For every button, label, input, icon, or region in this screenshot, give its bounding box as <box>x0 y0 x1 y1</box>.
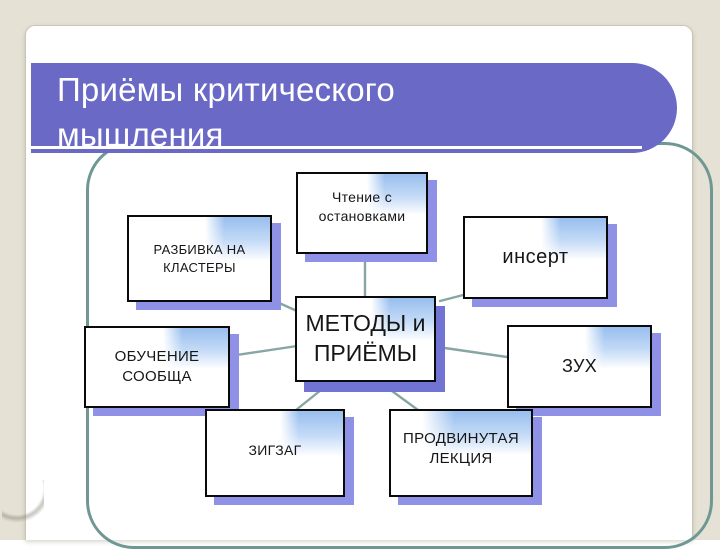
node-metody-i-priemy-central[interactable]: МЕТОДЫ и ПРИЁМЫ <box>295 296 436 382</box>
node-razbivka-na-klastery[interactable]: РАЗБИВКА НА КЛАСТЕРЫ <box>127 215 272 302</box>
node-gradient-decoration <box>280 411 343 456</box>
node-gradient-decoration <box>585 327 650 369</box>
title-underline <box>30 146 642 149</box>
slide-title: Приёмы критического мышления <box>57 71 395 153</box>
node-label: МЕТОДЫ и ПРИЁМЫ <box>305 310 426 366</box>
node-gradient-decoration <box>421 411 531 455</box>
node-insert[interactable]: инсерт <box>463 216 608 299</box>
node-zuh[interactable]: ЗУХ <box>507 325 652 408</box>
node-label: ОБУЧЕНИЕ СООБЩА <box>114 347 200 385</box>
node-label: инсерт <box>502 246 569 268</box>
node-gradient-decoration <box>205 217 270 261</box>
node-chtenie-s-ostanovkami[interactable]: Чтение с остановками <box>296 172 428 254</box>
node-gradient-decoration <box>367 174 426 216</box>
node-label: Чтение с остановками <box>318 189 406 224</box>
node-prodvinutaya-lekciya[interactable]: ПРОДВИНУТАЯ ЛЕКЦИЯ <box>389 409 533 497</box>
node-label: РАЗБИВКА НА КЛАСТЕРЫ <box>153 241 246 275</box>
node-gradient-decoration <box>541 218 606 260</box>
slide-title-banner: Приёмы критического мышления <box>30 63 677 153</box>
node-gradient-decoration <box>370 298 434 342</box>
node-obuchenie-soobscha[interactable]: ОБУЧЕНИЕ СООБЩА <box>84 326 230 408</box>
node-label: ПРОДВИНУТАЯ ЛЕКЦИЯ <box>403 429 519 467</box>
node-label: ЗИГЗАГ <box>248 441 302 458</box>
node-zigzag[interactable]: ЗИГЗАГ <box>205 409 345 497</box>
node-gradient-decoration <box>162 328 228 370</box>
node-label: ЗУХ <box>561 356 597 377</box>
page-curl-shadow <box>2 480 44 526</box>
